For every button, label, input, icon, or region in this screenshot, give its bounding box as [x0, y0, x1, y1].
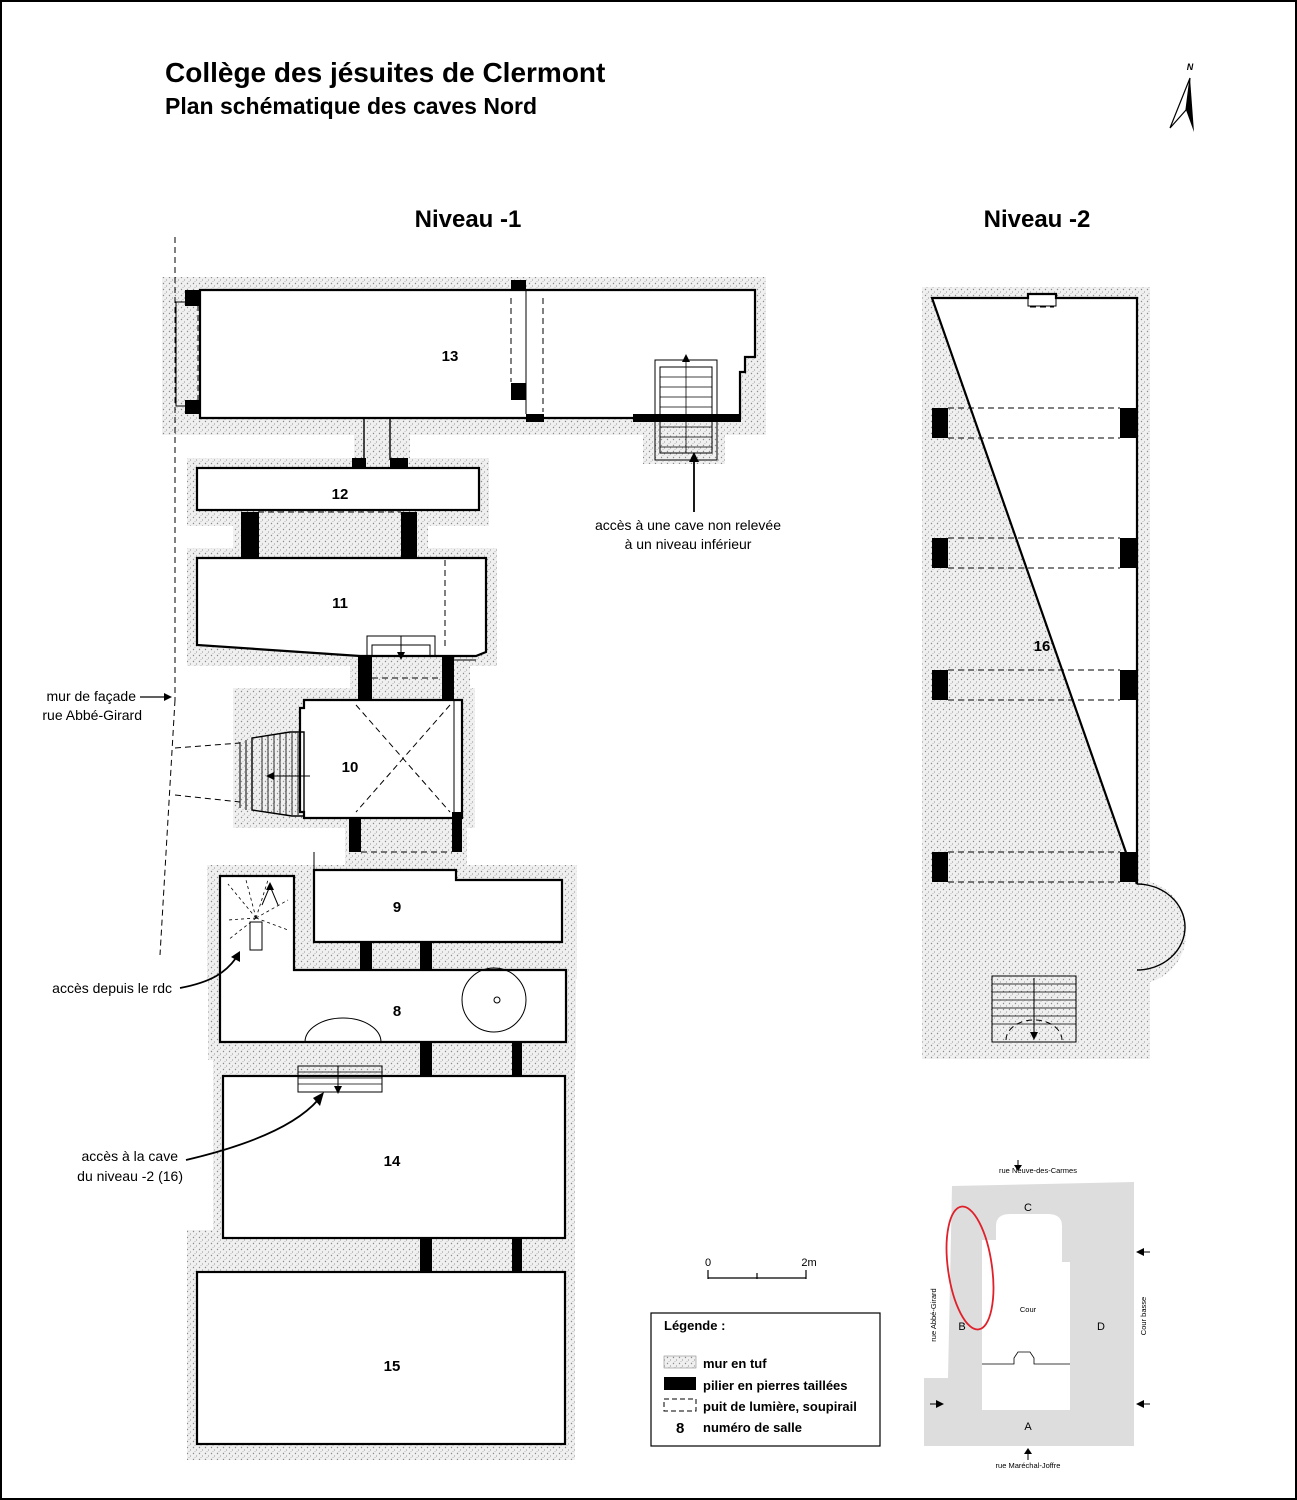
- site-bottom-street: rue Maréchal-Joffre: [996, 1461, 1061, 1470]
- legend-title: Légende :: [664, 1318, 725, 1333]
- site-plan-inset: [924, 1160, 1150, 1460]
- legend-item-pillar-label: pilier en pierres taillées: [703, 1378, 848, 1393]
- lower-cave-arrow-icon: [689, 452, 699, 512]
- room-12-label: 12: [332, 486, 349, 503]
- level-1-heading: Niveau -1: [415, 206, 522, 233]
- lower-cave-annotation-line2: à un niveau inférieur: [625, 536, 752, 552]
- facade-annotation-line1: mur de façade: [47, 688, 137, 704]
- site-wing-c: C: [1024, 1202, 1032, 1214]
- lower-cave-annotation-line1: accès à une cave non relevée: [595, 517, 781, 533]
- scale-end-label: 2m: [801, 1257, 816, 1269]
- site-left-street: rue Abbé-Girard: [929, 1288, 938, 1341]
- room-8-label: 8: [393, 1003, 401, 1020]
- page-subtitle: Plan schématique des caves Nord: [165, 93, 537, 119]
- site-court-label: Cour: [1020, 1305, 1037, 1314]
- room-11-label: 11: [332, 595, 348, 612]
- room-15-label: 15: [384, 1358, 401, 1375]
- legend-item-tuf-label: mur en tuf: [703, 1356, 767, 1371]
- rdc-access-arrow-icon: [179, 951, 240, 989]
- legend-item-lightwell-label: puit de lumière, soupirail: [703, 1399, 857, 1414]
- legend-box: [650, 1312, 881, 1447]
- page-title: Collège des jésuites de Clermont: [165, 57, 605, 88]
- room-10-label: 10: [342, 759, 359, 776]
- site-right-street: Cour basse: [1139, 1297, 1148, 1335]
- legend-item-room-label: numéro de salle: [703, 1420, 802, 1435]
- site-wing-d: D: [1097, 1321, 1105, 1333]
- scale-bar: [707, 1270, 807, 1279]
- room-16-label: 16: [1034, 638, 1051, 655]
- site-wing-a: A: [1024, 1421, 1032, 1433]
- scale-start-label: 0: [705, 1257, 711, 1269]
- legend-item-room-symbol: 8: [676, 1420, 684, 1437]
- room-13-label: 13: [442, 348, 459, 365]
- north-label: N: [1187, 62, 1194, 72]
- facade-annotation-line2: rue Abbé-Girard: [42, 707, 142, 723]
- site-wing-b: B: [958, 1321, 965, 1333]
- room-14-label: 14: [384, 1153, 401, 1170]
- facade-arrow-icon: [140, 693, 172, 701]
- room-9-label: 9: [393, 899, 401, 916]
- north-arrow-icon: [1169, 77, 1194, 132]
- cave16-arrow-icon: [185, 1092, 324, 1161]
- rdc-access-annotation: accès depuis le rdc: [52, 980, 172, 996]
- level-2-heading: Niveau -2: [984, 206, 1091, 233]
- cave16-annotation-line1: accès à la cave: [82, 1148, 179, 1164]
- site-top-street: rue Neuve-des-Carmes: [999, 1166, 1077, 1175]
- cave16-annotation-line2: du niveau -2 (16): [77, 1168, 183, 1184]
- level-2-plan: [922, 287, 1187, 1059]
- level-1-plan: [159, 237, 766, 1460]
